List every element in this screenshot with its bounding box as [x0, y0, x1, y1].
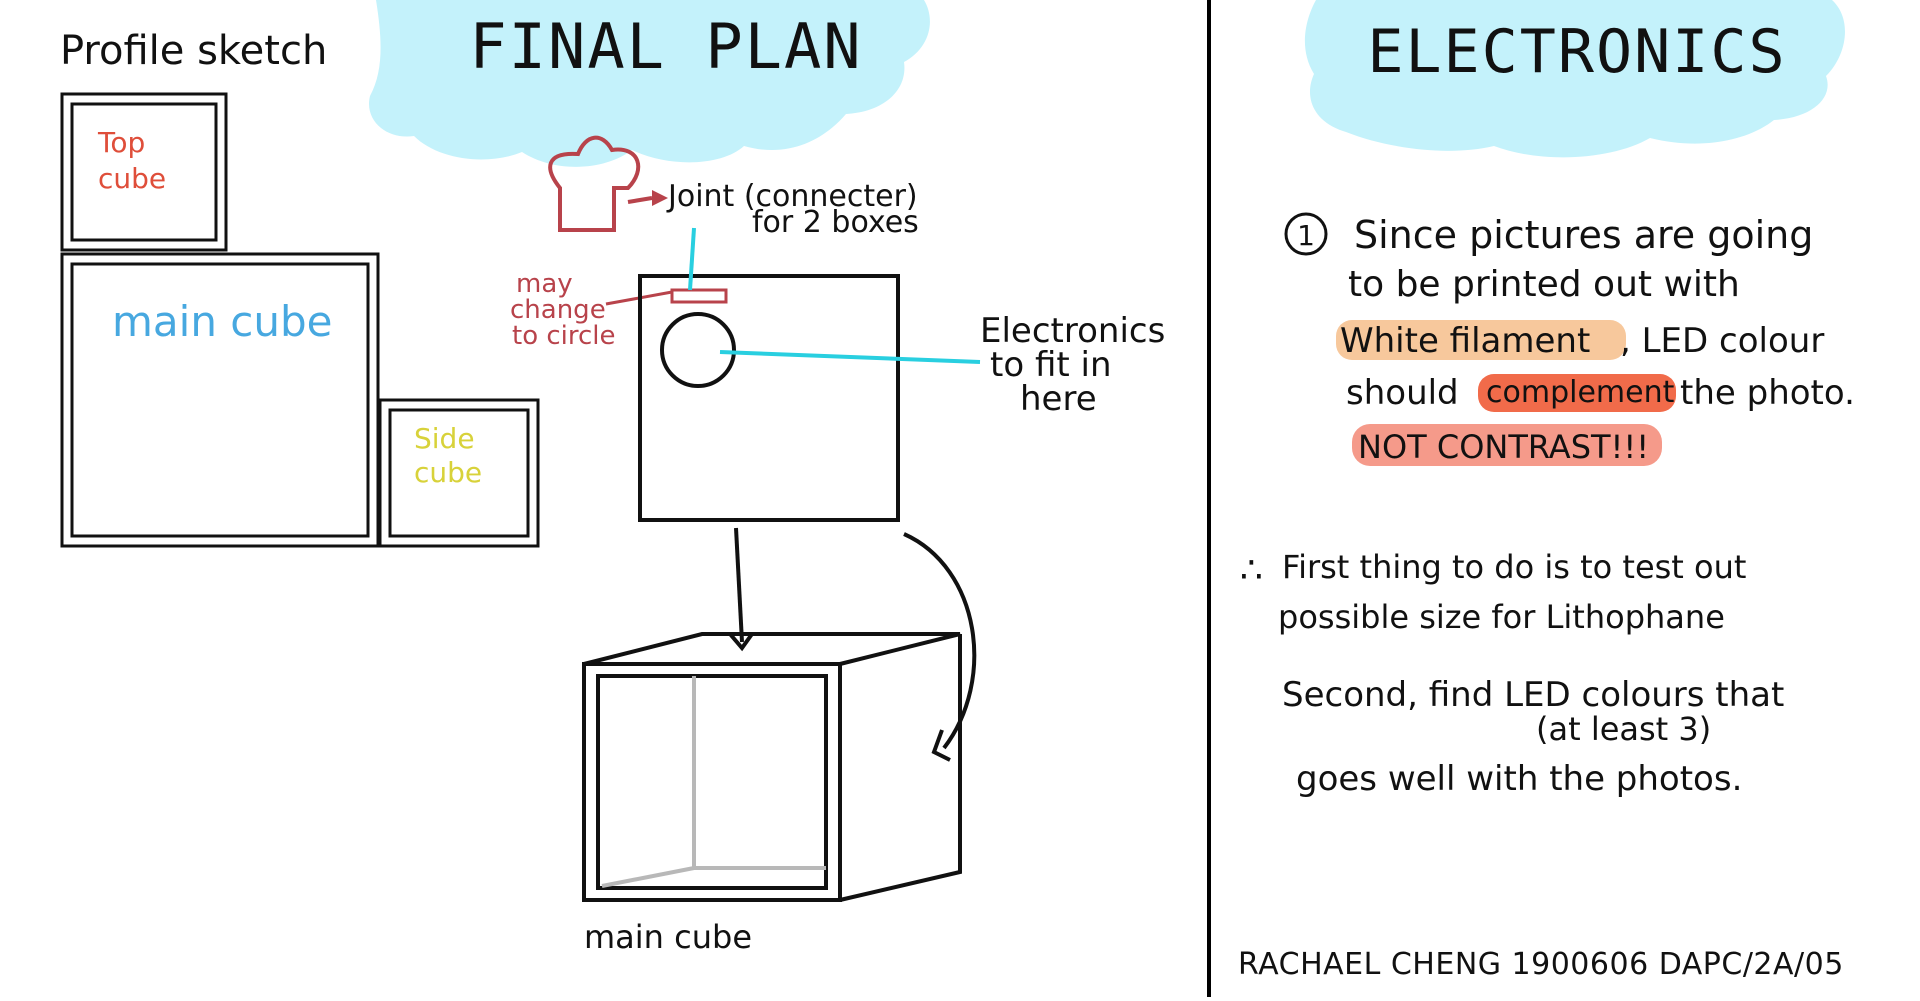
item1-line5: NOT CONTRAST!!!: [1358, 428, 1649, 466]
main-cube-front-inner: [596, 674, 828, 890]
item1-line4-start: should: [1346, 373, 1459, 413]
second-line1: Second, find LED colours that: [1282, 675, 1784, 715]
main-cube-label: main cube: [112, 297, 333, 346]
therefore-line2: possible size for Lithophane: [1278, 598, 1725, 636]
therefore-line1: First thing to do is to test out: [1282, 548, 1746, 586]
top-cube-label: Top: [97, 126, 145, 159]
item1-line1: Since pictures are going: [1354, 213, 1813, 257]
electronics-fit-label: Electronics: [980, 311, 1165, 351]
author-footer: RACHAEL CHENG 1900606 DAPC/2A/05: [1238, 947, 1844, 982]
top-cube-inner: [70, 102, 218, 242]
item1-line2: to be printed out with: [1348, 264, 1740, 305]
may-change-label-2: change: [510, 295, 606, 325]
joint-label: Joint (connecter): [666, 179, 918, 214]
final-plan-cloud: [369, 0, 930, 167]
item1-line4-highlight: complement: [1486, 375, 1675, 410]
bottom-main-cube-label: main cube: [584, 918, 752, 956]
top-cube-outer: [60, 92, 228, 252]
joint-arrow-line: [627, 196, 653, 204]
main-cube-side-face: [839, 634, 962, 902]
side-cube-sketch: Side cube: [378, 398, 540, 548]
not-contrast-highlight: [1352, 424, 1662, 466]
electronics-fit-label-3: here: [1020, 379, 1097, 419]
item-number-circle: [1284, 212, 1328, 256]
main-cube-inner-edge-d: [601, 866, 695, 888]
joint-to-slot-line: [688, 227, 696, 291]
main-cube-top-face: [583, 632, 961, 666]
bottom-main-cube-sketch: main cube: [582, 632, 962, 956]
main-cube-inner: [70, 262, 370, 538]
joint-slot: [670, 288, 728, 304]
white-filament-highlight: [1336, 320, 1626, 360]
down-arrow: [734, 527, 744, 643]
main-cube-front-outer: [582, 662, 842, 902]
item1-line3-highlight: White filament: [1340, 321, 1590, 361]
electronics-title: ELECTRONICS: [1367, 17, 1786, 87]
joint-connector-sketch: Joint (connecter) for 2 boxes: [548, 135, 919, 240]
down-arrow-head: [728, 632, 754, 652]
joint-arrow-head: [652, 190, 668, 206]
second-line2: (at least 3): [1536, 710, 1711, 748]
electronics-box-outline: [638, 274, 900, 522]
side-cube-inner: [388, 408, 530, 538]
main-cube-outer: [60, 252, 380, 548]
item1-line3-rest: , LED colour: [1620, 321, 1824, 361]
electronics-cloud: [1304, 0, 1845, 158]
item1-line4-end: the photo.: [1680, 373, 1855, 413]
complement-highlight: [1478, 374, 1676, 412]
main-cube-sketch: main cube: [60, 252, 380, 548]
therefore-symbol: ∴: [1240, 550, 1263, 591]
may-change-label: may: [516, 269, 573, 299]
joint-label-2: for 2 boxes: [752, 205, 919, 240]
side-cube-outer: [378, 398, 540, 548]
electronics-circle-hole: [660, 312, 736, 388]
profile-sketch-label: Profile sketch: [60, 28, 327, 74]
electronics-pointer-line: [719, 350, 981, 364]
assembly-arrows: [728, 527, 977, 762]
final-plan-title: FINAL PLAN: [469, 10, 862, 83]
electronics-fit-label-2: to fit in: [990, 345, 1112, 385]
electronics-notes: 1 Since pictures are going to be printed…: [1238, 212, 1855, 982]
top-cube-sketch: Top cube: [60, 92, 228, 252]
second-line3: goes well with the photos.: [1296, 759, 1742, 799]
curved-arrow-head: [931, 729, 951, 762]
may-change-note: may change to circle: [510, 269, 673, 351]
top-cube-label-2: cube: [98, 162, 166, 195]
side-cube-label-2: cube: [414, 456, 482, 489]
side-cube-label: Side: [414, 422, 475, 455]
electronics-box-sketch: [638, 227, 981, 522]
joint-connector-shape: [548, 135, 641, 232]
may-change-label-3: to circle: [512, 321, 616, 351]
item-number: 1: [1297, 219, 1315, 252]
